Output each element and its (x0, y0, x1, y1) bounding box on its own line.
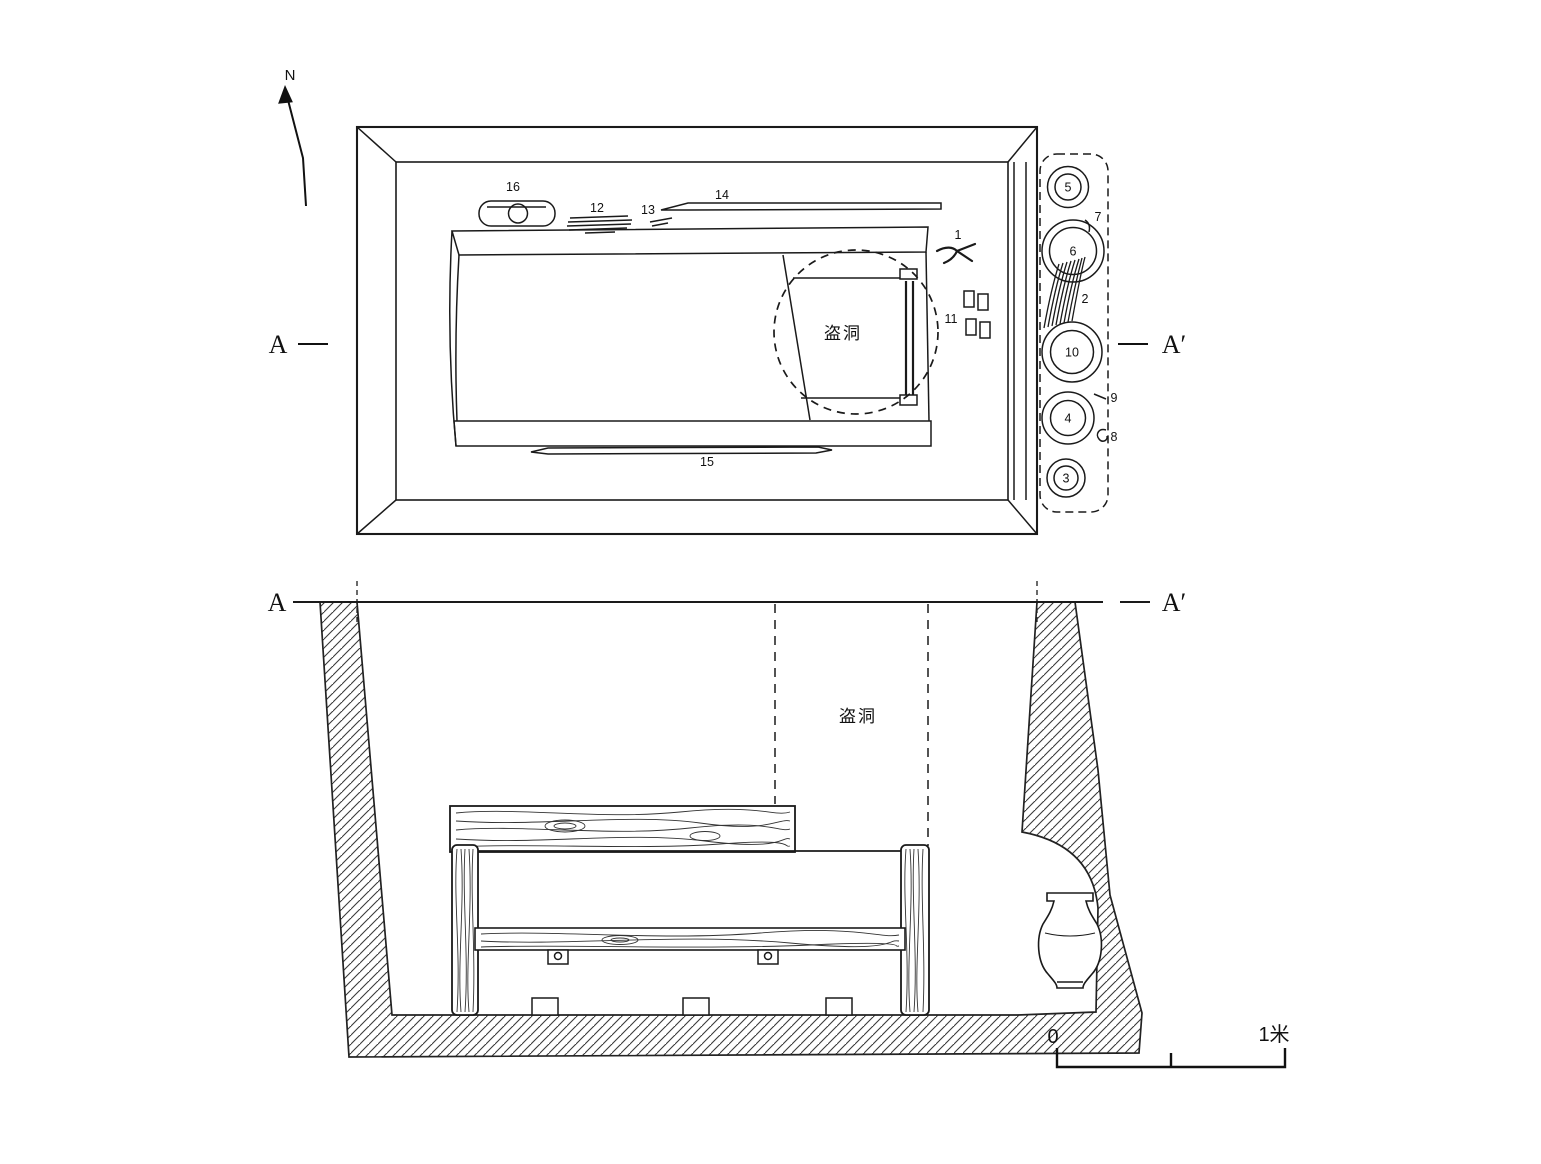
robber-hole-section (774, 604, 929, 846)
plan-marker-a: A (269, 330, 288, 359)
inner-coffin-plan (793, 268, 918, 406)
item-label-13: 13 (641, 203, 655, 217)
north-label: N (285, 67, 296, 84)
pit-outer-outline (355, 125, 1039, 536)
plan-marker-a-prime: A′ (1162, 330, 1186, 359)
robber-hole-plan-outline (773, 249, 939, 415)
coffin-end-plank-east (900, 844, 930, 1016)
coffin-chamber (451, 844, 930, 1016)
item-label-8: 8 (1111, 430, 1118, 444)
vessel-10 (1041, 321, 1103, 383)
artifact-stick-bundle (1043, 256, 1086, 329)
item-label-14: 14 (715, 188, 729, 202)
artifact-9-object (1093, 393, 1107, 400)
plan-view (355, 125, 1039, 536)
section-marker-a: A (268, 588, 287, 617)
vessel-3 (1046, 458, 1086, 498)
item-label-12: 12 (590, 201, 604, 215)
outer-coffin-plan (449, 226, 932, 447)
item-label-15: 15 (700, 455, 714, 469)
vessel-5 (1046, 165, 1090, 209)
coffin-fittings (547, 949, 779, 965)
vessel-4 (1041, 391, 1095, 445)
inner-coffin-lid (474, 927, 906, 951)
item-label-1: 1 (955, 228, 962, 242)
artifact-ear-cup (478, 200, 556, 227)
artifact-8-object (1096, 428, 1108, 442)
outer-coffin-lid (449, 805, 796, 853)
section-view (293, 581, 1150, 1058)
artifact-rod-south (530, 446, 833, 455)
item-label-11: 11 (945, 312, 958, 326)
item-label-2: 2 (1082, 292, 1089, 306)
scale-bar (1055, 1048, 1287, 1069)
item-label-7: 7 (1095, 210, 1102, 224)
coffin-end-plank-west (451, 844, 479, 1016)
item-label-5: 5 (1065, 181, 1072, 195)
artifact-plaques (963, 290, 991, 339)
niche-outline (1039, 153, 1109, 513)
item-label-4: 4 (1065, 412, 1072, 426)
item-label-16: 16 (506, 180, 520, 194)
niche-plan (1039, 153, 1109, 513)
item-label-6: 6 (1070, 245, 1077, 259)
item-label-9: 9 (1111, 391, 1118, 405)
robber-hole-section-label: 盗洞 (839, 707, 877, 726)
north-arrow (278, 85, 307, 207)
coffin-feet (531, 997, 853, 1016)
scale-unit-label: 1米 (1258, 1023, 1289, 1046)
niche-vessel-section (1037, 892, 1103, 989)
artifact-long-rod (660, 202, 942, 211)
pit-inner-outline (395, 161, 1009, 501)
north-arrowhead (278, 85, 293, 104)
item-label-3: 3 (1063, 472, 1070, 486)
artifact-slips (566, 215, 633, 234)
artifact-belt-hook (935, 242, 977, 265)
scale-zero-label: 0 (1047, 1026, 1058, 1048)
item-label-10: 10 (1065, 346, 1079, 360)
artifact-7-object (1084, 219, 1091, 233)
robber-hole-plan-label: 盗洞 (824, 324, 862, 343)
artifact-13-object (649, 217, 673, 227)
section-marker-a-prime: A′ (1162, 588, 1186, 617)
